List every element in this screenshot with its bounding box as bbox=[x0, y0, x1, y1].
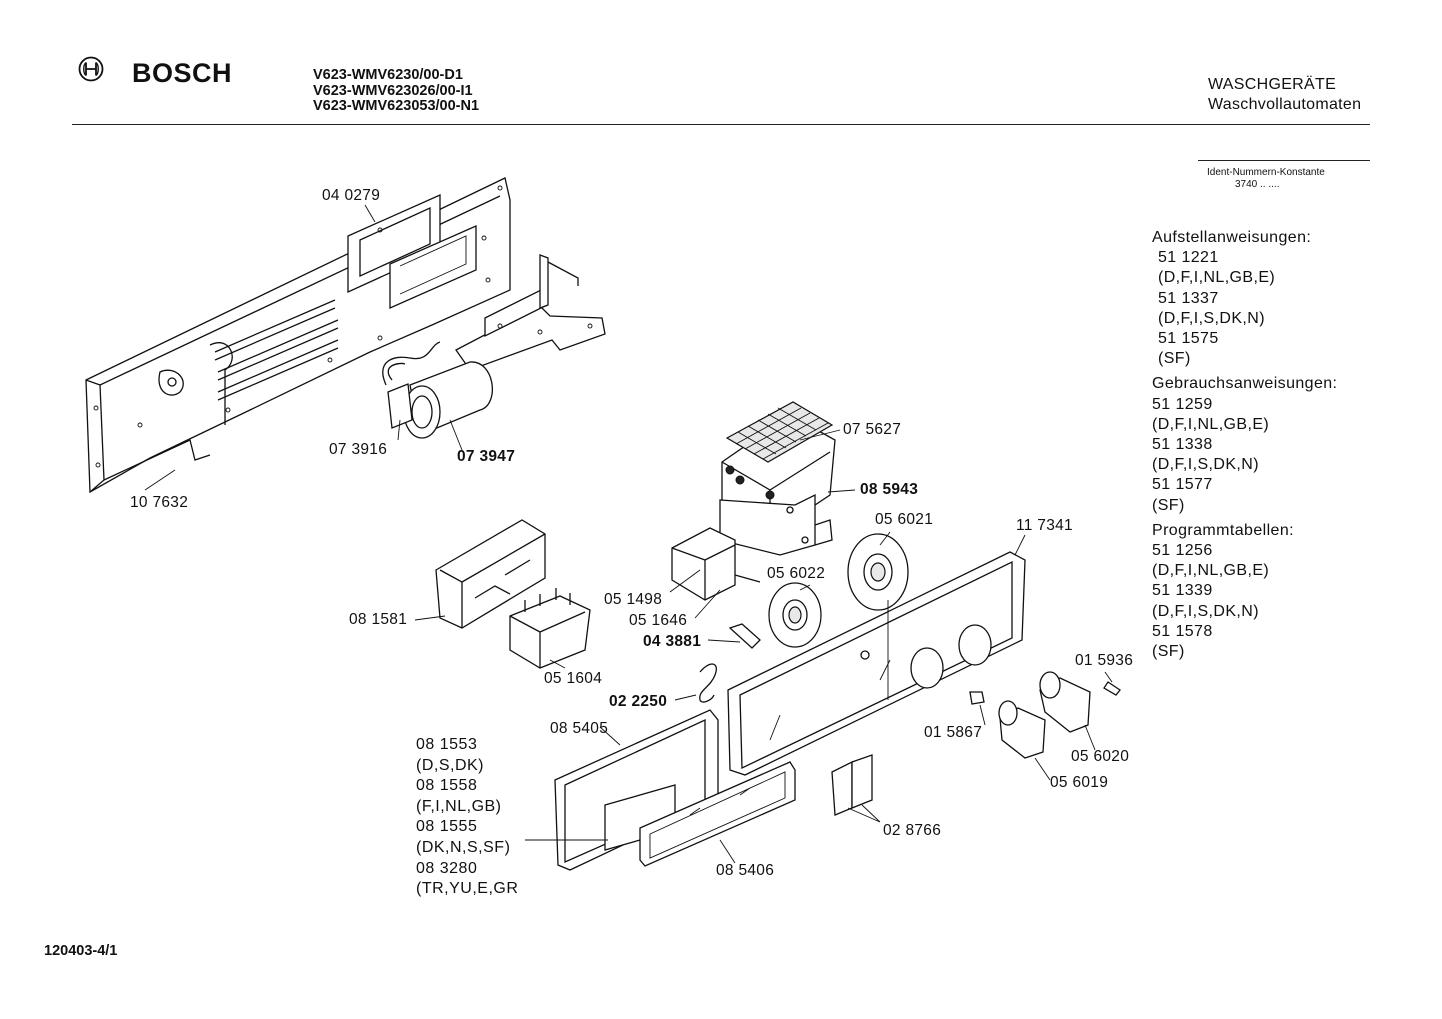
part-label: 08 5405 bbox=[550, 720, 609, 737]
clip-drawing bbox=[699, 663, 717, 703]
window-drawing bbox=[554, 709, 796, 871]
variant-entry: 08 1558 bbox=[416, 777, 478, 795]
variant-entry: 08 1555 bbox=[416, 818, 478, 836]
ident-value: 3740 .. .... bbox=[1235, 179, 1280, 190]
document-entry: (D,F,I,S,DK,N) bbox=[1158, 309, 1265, 327]
document-entry: (SF) bbox=[1152, 496, 1185, 514]
window-variants-list: 08 1553 (D,S,DK) 08 1558 (F,I,NL,GB) 08 … bbox=[416, 735, 518, 900]
document-entry: (D,F,I,NL,GB,E) bbox=[1152, 562, 1270, 580]
document-group-setup: Aufstellanweisungen: 51 1221 (D,F,I,NL,G… bbox=[1152, 228, 1337, 369]
capacitor-drawing bbox=[382, 341, 493, 439]
part-label: 10 7632 bbox=[130, 494, 189, 511]
brand-name: BOSCH bbox=[132, 58, 233, 88]
document-group-program-tables: Programmtabellen: 51 1256 (D,F,I,NL,GB,E… bbox=[1152, 521, 1337, 662]
buttons-drawing bbox=[831, 754, 873, 816]
category-block: WASCHGERÄTE Waschvollautomaten bbox=[1208, 75, 1361, 115]
knobs-drawing bbox=[969, 671, 1121, 759]
part-label: 08 5943 bbox=[860, 481, 919, 498]
part-label: 05 6022 bbox=[767, 565, 826, 582]
part-label: 07 5627 bbox=[843, 421, 902, 438]
category-title: WASCHGERÄTE bbox=[1208, 76, 1337, 93]
document-heading: Gebrauchsanweisungen: bbox=[1152, 375, 1338, 393]
part-label: 08 1581 bbox=[349, 611, 408, 628]
holder-bracket-drawing bbox=[435, 519, 546, 629]
ident-label: Ident-Nummern-Konstante bbox=[1207, 167, 1325, 178]
document-entry: (D,F,I,NL,GB,E) bbox=[1158, 269, 1276, 287]
variant-entry: (F,I,NL,GB) bbox=[416, 797, 502, 815]
variant-entry: (DK,N,S,SF) bbox=[416, 838, 511, 856]
variant-entry: (TR,YU,E,GR bbox=[416, 880, 519, 898]
variant-entry: (D,S,DK) bbox=[416, 756, 484, 774]
part-label: 02 8766 bbox=[883, 822, 942, 839]
variant-entry: 08 1553 bbox=[416, 736, 478, 753]
part-label: 04 0279 bbox=[322, 187, 381, 204]
document-entry: (SF) bbox=[1152, 643, 1185, 661]
part-label: 02 2250 bbox=[609, 693, 668, 710]
rear-panel-drawing bbox=[85, 177, 511, 494]
part-label: 05 1646 bbox=[629, 612, 688, 629]
header-divider bbox=[72, 124, 1370, 125]
variant-entry: 08 3280 bbox=[416, 859, 478, 877]
part-label: 01 5867 bbox=[924, 724, 983, 741]
document-entry: 51 1577 bbox=[1152, 476, 1213, 494]
model-number: V623-WMV623053/00-N1 bbox=[313, 98, 480, 114]
part-label: 07 3916 bbox=[329, 441, 388, 458]
document-entry: 51 1256 bbox=[1152, 542, 1213, 560]
part-label: 01 5936 bbox=[1075, 652, 1134, 669]
document-entry: 51 1259 bbox=[1152, 395, 1213, 413]
document-entry: 51 1339 bbox=[1152, 582, 1213, 600]
leader-lines bbox=[144, 204, 1113, 864]
document-entry: (D,F,I,S,DK,N) bbox=[1152, 602, 1259, 620]
category-subtitle: Waschvollautomaten bbox=[1208, 96, 1362, 113]
bracket-drawing bbox=[455, 254, 606, 371]
document-entry: 51 1575 bbox=[1158, 330, 1219, 348]
document-entry: (D,F,I,S,DK,N) bbox=[1152, 456, 1259, 474]
document-entry: 51 1337 bbox=[1158, 289, 1219, 307]
part-label: 05 6019 bbox=[1050, 774, 1109, 791]
part-label: 05 6021 bbox=[875, 511, 934, 528]
model-number: V623-WMV6230/00-D1 bbox=[313, 67, 463, 83]
ident-divider bbox=[1198, 160, 1370, 161]
ident-block: Ident-Nummern-Konstante 3740 .. .... bbox=[1207, 167, 1325, 191]
document-entry: 51 1578 bbox=[1152, 622, 1213, 640]
part-label: 07 3947 bbox=[457, 448, 516, 465]
switch-drawing bbox=[509, 527, 761, 669]
part-label: 05 6020 bbox=[1071, 748, 1130, 765]
document-code: 120403-4/1 bbox=[44, 943, 118, 959]
document-heading: Programmtabellen: bbox=[1152, 521, 1294, 539]
model-number: V623-WMV623026/00-I1 bbox=[313, 82, 473, 99]
document-entry: (D,F,I,NL,GB,E) bbox=[1152, 415, 1270, 433]
model-list: V623-WMV6230/00-D1 V623-WMV623026/00-I1 … bbox=[313, 67, 480, 115]
documents-list: Aufstellanweisungen: 51 1221 (D,F,I,NL,G… bbox=[1152, 228, 1337, 662]
knob-discs-drawing bbox=[728, 533, 909, 649]
part-label: 11 7341 bbox=[1016, 517, 1073, 534]
part-label: 05 1604 bbox=[544, 670, 603, 687]
bosch-logo-icon bbox=[78, 56, 104, 82]
document-group-usage: Gebrauchsanweisungen: 51 1259 (D,F,I,NL,… bbox=[1152, 374, 1337, 515]
timer-drawing bbox=[719, 401, 836, 556]
fascia-drawing bbox=[727, 551, 1026, 776]
document-entry: 51 1221 bbox=[1158, 249, 1219, 267]
document-heading: Aufstellanweisungen: bbox=[1152, 229, 1312, 246]
document-entry: 51 1338 bbox=[1152, 436, 1213, 454]
part-label: 04 3881 bbox=[643, 633, 702, 650]
document-entry: (SF) bbox=[1158, 350, 1191, 368]
part-label: 08 5406 bbox=[716, 862, 775, 879]
part-label: 05 1498 bbox=[604, 591, 663, 608]
